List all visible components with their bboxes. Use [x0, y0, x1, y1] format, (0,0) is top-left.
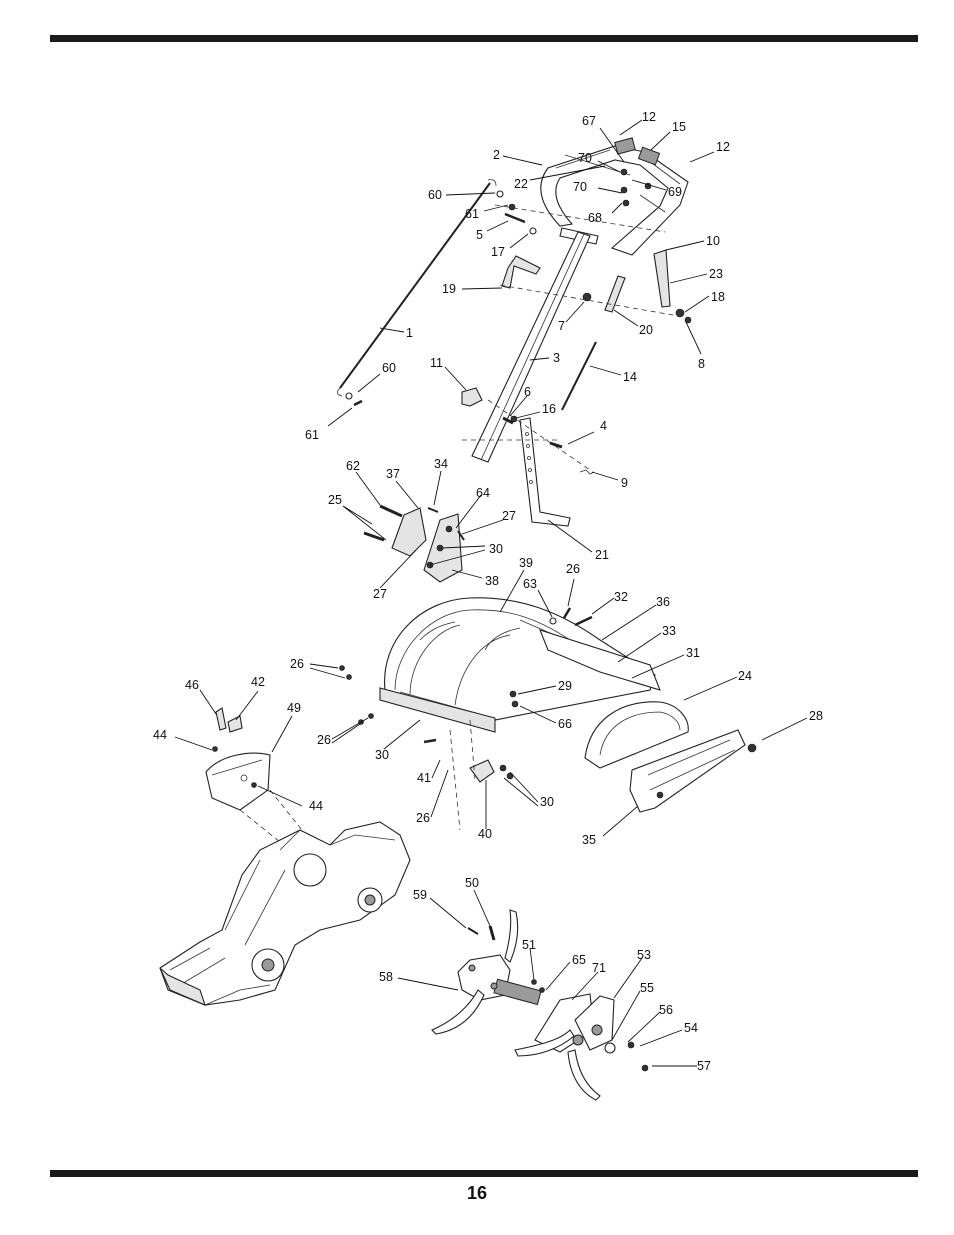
callout-label: 19	[442, 282, 456, 296]
callout-label: 21	[595, 548, 609, 562]
callout-label: 6	[524, 385, 531, 399]
control-rod-part	[337, 179, 497, 397]
callout-label: 26	[290, 657, 304, 671]
callout-label: 12	[716, 140, 730, 154]
right-tine-assembly	[514, 979, 649, 1101]
leader-lines	[174, 119, 808, 1067]
callout-label: 4	[600, 419, 607, 433]
callout-label: 71	[592, 961, 606, 975]
page-number: 16	[466, 1183, 488, 1203]
callout-label: 63	[523, 577, 537, 591]
callout-label: 28	[809, 709, 823, 723]
callout-label: 68	[588, 211, 602, 225]
callout-label: 26	[317, 733, 331, 747]
callout-label: 70	[573, 180, 587, 194]
callout-label: 70	[578, 151, 592, 165]
shield-hardware	[339, 607, 593, 744]
callout-label: 58	[379, 970, 393, 984]
callout-label: 42	[251, 675, 265, 689]
callout-label: 60	[382, 361, 396, 375]
callout-label: 22	[514, 177, 528, 191]
callout-label: 49	[287, 701, 301, 715]
top-hardware	[496, 168, 692, 324]
shield-side-part	[584, 701, 689, 769]
callout-label: 29	[558, 679, 572, 693]
callout-label: 7	[558, 319, 565, 333]
callout-label: 1	[406, 326, 413, 340]
tine-shield-part	[379, 597, 656, 733]
callout-label: 34	[434, 457, 448, 471]
callout-label: 26	[566, 562, 580, 576]
callout-label: 20	[639, 323, 653, 337]
callout-label: 56	[659, 1003, 673, 1017]
callout-label: 24	[738, 669, 752, 683]
callout-label: 67	[582, 114, 596, 128]
callout-label: 5	[476, 228, 483, 242]
callout-label: 44	[153, 728, 167, 742]
callout-label: 39	[519, 556, 533, 570]
callout-label: 51	[522, 938, 536, 952]
callout-label: 54	[684, 1021, 698, 1035]
callout-label: 27	[502, 509, 516, 523]
callout-label: 46	[185, 678, 199, 692]
callout-label: 60	[428, 188, 442, 202]
mid-hardware	[345, 387, 595, 475]
callout-label: 41	[417, 771, 431, 785]
callout-label: 37	[386, 467, 400, 481]
callout-label: 57	[697, 1059, 711, 1073]
left-tine-assembly	[431, 909, 542, 1035]
callout-label: 30	[375, 748, 389, 762]
callout-label: 31	[686, 646, 700, 660]
top-rule	[50, 35, 918, 42]
callout-label: 30	[540, 795, 554, 809]
handle-bar-part	[471, 137, 689, 463]
callout-label: 8	[698, 357, 705, 371]
callout-label: 40	[478, 827, 492, 841]
callout-label: 30	[489, 542, 503, 556]
callout-label: 3	[553, 351, 560, 365]
hinge-bracket-part	[363, 504, 465, 583]
callout-label: 59	[413, 888, 427, 902]
callout-label: 61	[465, 207, 479, 221]
callout-label: 66	[558, 717, 572, 731]
callout-label: 35	[582, 833, 596, 847]
callout-label: 16	[542, 402, 556, 416]
callout-label: 33	[662, 624, 676, 638]
callout-label: 10	[706, 234, 720, 248]
callout-label: 50	[465, 876, 479, 890]
callout-label: 44	[309, 799, 323, 813]
depth-bar-part	[519, 417, 571, 527]
callout-label: 32	[614, 590, 628, 604]
callout-label: 36	[656, 595, 670, 609]
callout-label: 65	[572, 953, 586, 967]
callout-label: 25	[328, 493, 342, 507]
callout-label: 9	[621, 476, 628, 490]
wing-nut	[747, 743, 757, 753]
callout-label: 11	[430, 356, 443, 370]
callout-label: 12	[642, 110, 656, 124]
callout-label: 38	[485, 574, 499, 588]
shield-extension-part	[629, 729, 746, 813]
callout-label: 64	[476, 486, 490, 500]
callout-label: 2	[493, 148, 500, 162]
callout-label: 27	[373, 587, 387, 601]
callout-label: 23	[709, 267, 723, 281]
callout-label: 14	[623, 370, 637, 384]
callout-label: 15	[672, 120, 686, 134]
callout-label: 61	[305, 428, 319, 442]
callout-label: 55	[640, 981, 654, 995]
callout-label: 62	[346, 459, 360, 473]
callout-label: 17	[491, 245, 505, 259]
bracket-40	[469, 759, 495, 783]
bottom-rule	[50, 1170, 918, 1177]
callout-label: 69	[668, 185, 682, 199]
callout-labels: 67 12 15 12 2 70 22 69 70 60 68 61 5 17 …	[153, 110, 823, 1073]
callout-label: 26	[416, 811, 430, 825]
cover-part	[205, 707, 271, 811]
transmission-frame-part	[159, 821, 411, 1006]
callout-label: 18	[711, 290, 725, 304]
callout-label: 53	[637, 948, 651, 962]
